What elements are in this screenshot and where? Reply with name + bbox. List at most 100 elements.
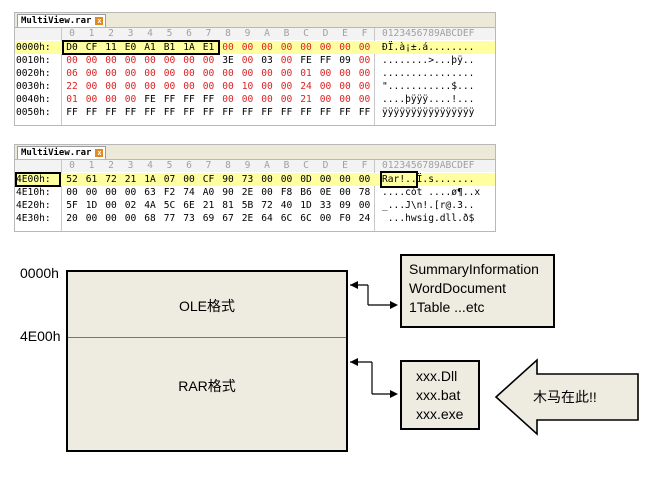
- hex-byte[interactable]: FF: [163, 107, 176, 118]
- hex-byte[interactable]: FF: [163, 94, 176, 105]
- hex-byte[interactable]: 07: [163, 174, 176, 185]
- hex-byte[interactable]: 2E: [241, 213, 254, 224]
- hex-byte[interactable]: 00: [280, 94, 293, 105]
- hex-byte[interactable]: 1D: [300, 200, 312, 211]
- hex-byte[interactable]: 00: [85, 55, 98, 66]
- hex-byte[interactable]: FF: [183, 107, 195, 118]
- hex-byte[interactable]: 00: [222, 81, 234, 92]
- hex-byte[interactable]: 4A: [144, 200, 156, 211]
- hex-byte[interactable]: 00: [163, 68, 176, 79]
- hex-byte[interactable]: 6C: [280, 213, 293, 224]
- hex-byte[interactable]: 03: [261, 55, 273, 66]
- hex-byte[interactable]: 00: [241, 68, 254, 79]
- hex-byte[interactable]: 10: [241, 81, 254, 92]
- hex-byte[interactable]: 00: [183, 174, 195, 185]
- hex-byte[interactable]: 09: [339, 55, 351, 66]
- hex-byte[interactable]: 21: [202, 200, 215, 211]
- hex-byte[interactable]: 00: [339, 187, 351, 198]
- hex-byte[interactable]: 72: [105, 174, 117, 185]
- hex-byte[interactable]: 40: [280, 200, 293, 211]
- hex-byte[interactable]: 00: [339, 174, 351, 185]
- hex-byte[interactable]: CF: [85, 42, 98, 53]
- hex-byte[interactable]: 01: [66, 94, 78, 105]
- hex-byte[interactable]: F8: [280, 187, 293, 198]
- hex-byte[interactable]: 2E: [241, 187, 254, 198]
- hex-byte[interactable]: 00: [66, 55, 78, 66]
- hex-byte[interactable]: 00: [124, 68, 137, 79]
- hex-byte[interactable]: 00: [280, 68, 293, 79]
- hex-byte[interactable]: 00: [319, 81, 332, 92]
- hex-byte[interactable]: 01: [300, 68, 312, 79]
- hex-byte[interactable]: 00: [358, 200, 371, 211]
- hex-byte[interactable]: 0D: [300, 174, 312, 185]
- hex-byte[interactable]: 00: [144, 81, 156, 92]
- hex-byte[interactable]: 00: [261, 187, 273, 198]
- hex-byte[interactable]: 72: [261, 200, 273, 211]
- hex-byte[interactable]: 00: [280, 42, 293, 53]
- hex-byte[interactable]: 22: [66, 81, 78, 92]
- hex-byte[interactable]: 00: [124, 55, 137, 66]
- hex-byte[interactable]: 00: [261, 174, 273, 185]
- hex-byte[interactable]: 00: [319, 94, 332, 105]
- hex-byte[interactable]: FE: [144, 94, 156, 105]
- hex-byte[interactable]: 21: [124, 174, 137, 185]
- hex-byte[interactable]: 00: [105, 68, 117, 79]
- hex-byte[interactable]: 5F: [66, 200, 78, 211]
- hex-byte[interactable]: FF: [358, 107, 371, 118]
- hex-byte[interactable]: 00: [319, 42, 332, 53]
- hex-byte[interactable]: 52: [66, 174, 78, 185]
- hex-byte[interactable]: 00: [280, 174, 293, 185]
- hex-byte[interactable]: 00: [85, 94, 98, 105]
- hex-byte[interactable]: 00: [261, 68, 273, 79]
- hex-byte[interactable]: D0: [66, 42, 78, 53]
- hex-byte[interactable]: 00: [261, 81, 273, 92]
- hex-byte[interactable]: 00: [222, 94, 234, 105]
- hex-byte[interactable]: 09: [339, 200, 351, 211]
- hex-byte[interactable]: 00: [222, 42, 234, 53]
- hex-byte[interactable]: CF: [202, 174, 215, 185]
- hex-byte[interactable]: 00: [124, 94, 137, 105]
- hex-byte[interactable]: FF: [339, 107, 351, 118]
- hex-byte[interactable]: FF: [105, 107, 117, 118]
- hex-byte[interactable]: FF: [319, 107, 332, 118]
- hex-byte[interactable]: 00: [183, 68, 195, 79]
- hex-byte[interactable]: 00: [144, 68, 156, 79]
- hex-byte[interactable]: 00: [202, 55, 215, 66]
- hex-byte[interactable]: 69: [202, 213, 215, 224]
- hex-byte[interactable]: 00: [300, 42, 312, 53]
- hex-byte[interactable]: 00: [85, 213, 98, 224]
- hex-byte[interactable]: 00: [163, 81, 176, 92]
- hex-byte[interactable]: 77: [163, 213, 176, 224]
- hex-byte[interactable]: 00: [358, 174, 371, 185]
- hex-byte[interactable]: 00: [105, 94, 117, 105]
- hex-byte[interactable]: 00: [358, 42, 371, 53]
- hex-byte[interactable]: FF: [241, 107, 254, 118]
- hex-byte[interactable]: FF: [222, 107, 234, 118]
- hex-byte[interactable]: 00: [124, 81, 137, 92]
- hex-byte[interactable]: FF: [144, 107, 156, 118]
- hex-byte[interactable]: 00: [280, 55, 293, 66]
- hex-byte[interactable]: 00: [358, 94, 371, 105]
- hex-byte[interactable]: 67: [222, 213, 234, 224]
- hex-byte[interactable]: 73: [241, 174, 254, 185]
- close-tab-icon[interactable]: x: [95, 149, 104, 157]
- hex-byte[interactable]: 6C: [300, 213, 312, 224]
- hex-byte[interactable]: 00: [183, 81, 195, 92]
- hex-byte[interactable]: 24: [358, 213, 371, 224]
- hex-byte[interactable]: 90: [222, 187, 234, 198]
- hex-byte[interactable]: 00: [85, 187, 98, 198]
- hex-byte[interactable]: 00: [105, 213, 117, 224]
- hex-byte[interactable]: 00: [124, 187, 137, 198]
- hex-byte[interactable]: 20: [66, 213, 78, 224]
- hex-byte[interactable]: 00: [241, 42, 254, 53]
- hex-byte[interactable]: B6: [300, 187, 312, 198]
- hex-byte[interactable]: 00: [280, 81, 293, 92]
- hex-byte[interactable]: 11: [105, 42, 117, 53]
- hex-byte[interactable]: 63: [144, 187, 156, 198]
- hex-byte[interactable]: F2: [163, 187, 176, 198]
